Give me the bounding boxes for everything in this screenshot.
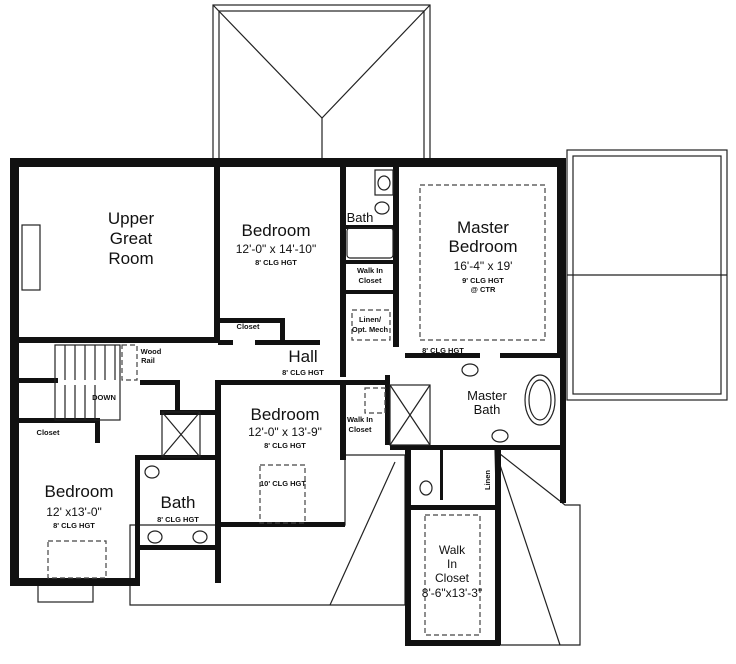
stairs-rail-label: Wood: [141, 347, 162, 356]
master-bedroom-outer-ceiling: 8' CLG HGT: [422, 346, 464, 355]
hall-ceiling: 8' CLG HGT: [282, 368, 324, 377]
great-room-label: Great: [110, 229, 153, 248]
linen-label: Opt. Mech: [352, 325, 389, 334]
walkin-mid-label: Closet: [349, 425, 372, 434]
walkin-mid-label: Walk In: [347, 415, 373, 424]
bath-top-label: Bath: [347, 210, 374, 225]
great-room-label: Room: [108, 249, 153, 268]
bedroom-left-ceiling: 8' CLG HGT: [53, 521, 95, 530]
walkin-top-label: Closet: [359, 276, 382, 285]
master-bedroom-ceiling: 9' CLG HGT: [462, 276, 504, 285]
master-closet-label: In: [447, 557, 457, 571]
bedroom-top-name: Bedroom: [242, 221, 311, 240]
master-closet-size: 8'-6"x13'-3": [422, 586, 482, 600]
bedroom-mid-size: 12'-0" x 13'-9": [248, 425, 322, 439]
stairs: [54, 344, 138, 421]
bedroom-mid-vault: 10' CLG HGT: [260, 479, 306, 488]
hall-name: Hall: [288, 347, 317, 366]
master-bedroom-ceiling: @ CTR: [471, 285, 496, 294]
bedroom-top-ceiling: 8' CLG HGT: [255, 258, 297, 267]
linen-master-label: Linen: [483, 470, 492, 490]
bath-left-name: Bath: [161, 493, 196, 512]
stairs-rail-label: Rail: [141, 356, 155, 365]
stairs-direction: DOWN: [92, 393, 116, 402]
fixtures: [21, 169, 556, 636]
master-bath-name: Master: [467, 388, 507, 403]
master-bath-name: Bath: [474, 402, 501, 417]
bedroom-left-size: 12' x13'-0": [46, 505, 102, 519]
walkin-top-label: Walk In: [357, 266, 383, 275]
master-bedroom-name: Master: [457, 218, 509, 237]
great-room-label: Upper: [108, 209, 155, 228]
master-closet-label: Closet: [435, 571, 470, 585]
bedroom-left-name: Bedroom: [45, 482, 114, 501]
master-bedroom-name: Bedroom: [449, 237, 518, 256]
bedroom-mid-ceiling: 8' CLG HGT: [264, 441, 306, 450]
master-bedroom-size: 16'-4" x 19': [454, 259, 513, 273]
bedroom-mid-name: Bedroom: [251, 405, 320, 424]
walls: [10, 158, 566, 646]
master-closet-label: Walk: [439, 543, 466, 557]
closet-left-label: Closet: [37, 428, 60, 437]
bath-left-ceiling: 8' CLG HGT: [157, 515, 199, 524]
room-labels: Upper Great Room Bedroom 12'-0" x 14'-10…: [37, 209, 518, 600]
bedroom-top-size: 12'-0" x 14'-10": [236, 242, 316, 256]
linen-label: Linen/: [359, 315, 382, 324]
closet-top-label: Closet: [237, 322, 260, 331]
